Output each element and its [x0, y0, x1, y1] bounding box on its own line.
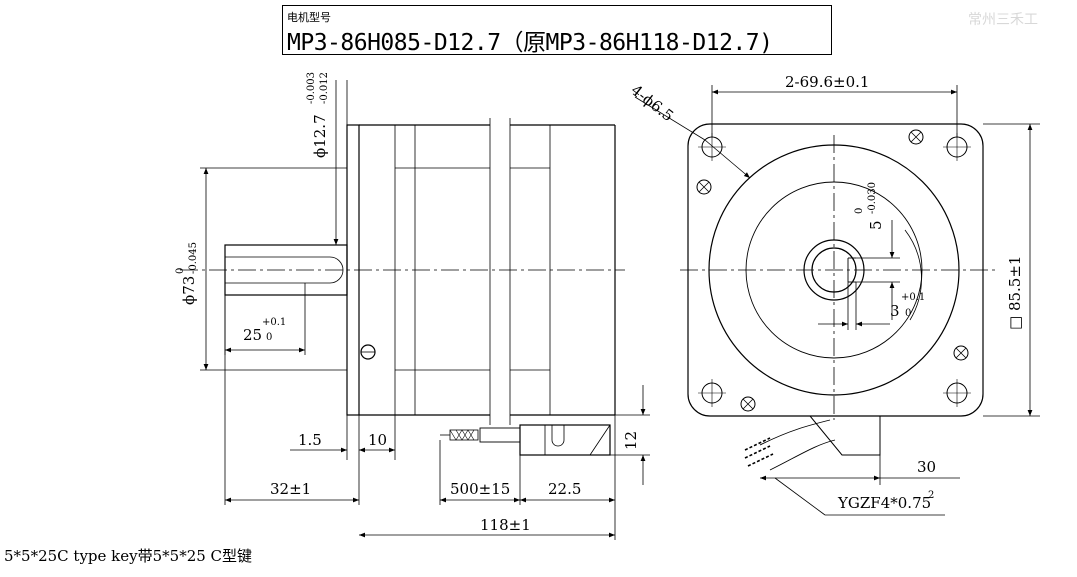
key-type-note: 5*5*25C type key带5*5*25 C型键	[4, 547, 253, 565]
front-view	[687, 123, 984, 471]
key-depth-tol-lower: 0	[905, 308, 911, 319]
key-length-tol-upper: +0.1	[262, 317, 286, 328]
cable-spec-superscript: 2	[928, 490, 934, 501]
key-width-tol-lower: -0.030	[867, 182, 878, 214]
flange-gap-label: 1.5	[298, 431, 322, 449]
hole-spacing-label: 2-69.6±0.1	[785, 73, 869, 91]
side-dimension-labels: ϕ12.7 -0.003 -0.012 ϕ73 0 -0.045 25 +0.1…	[175, 72, 640, 534]
shaft-dia-tol-upper: -0.003	[306, 72, 317, 104]
cable-lead	[479, 427, 521, 443]
screw-icon	[740, 396, 756, 412]
connector-height-label: 12	[622, 431, 640, 450]
lead-length-label: 500±15	[450, 480, 510, 498]
frame-size-label: □ 85.5±1	[1006, 256, 1024, 330]
shaft-dia-label: ϕ12.7	[311, 114, 329, 158]
model-label: 电机型号	[287, 11, 331, 24]
shaft-length-label: 32±1	[270, 480, 311, 498]
model-title: MP3-86H085-D12.7（原MP3-86H118-D12.7)	[287, 30, 773, 56]
front-dimensions	[634, 85, 1040, 516]
side-view	[180, 118, 625, 456]
screw-icon	[953, 345, 969, 361]
cable-exit	[808, 415, 881, 456]
screw-icon	[908, 129, 924, 145]
screw-icons	[696, 129, 969, 412]
flange-thickness-label: 10	[368, 431, 387, 449]
pilot-tol-upper: 0	[175, 268, 186, 274]
front-dimension-labels: 4-ϕ6.5 2-69.6±0.1 5 0 -0.030 3 +0.1 0 □ …	[628, 73, 1024, 512]
key-depth-label: 3	[890, 302, 900, 320]
shaft	[224, 244, 348, 296]
model-title-box: 电机型号 MP3-86H085-D12.7（原MP3-86H118-D12.7)	[282, 5, 832, 56]
side-dimensions	[200, 80, 650, 540]
cable-offset-label: 30	[917, 458, 936, 476]
key-width-label: 5	[867, 220, 885, 230]
mount-holes-label: 4-ϕ6.5	[628, 81, 677, 125]
pilot-dia-label: ϕ73	[180, 276, 198, 305]
key-length-label: 25	[243, 326, 262, 344]
key-depth-tol-upper: +0.1	[901, 292, 925, 303]
key-width-tol-upper: 0	[854, 208, 865, 214]
shaft-dia-tol-lower: -0.012	[319, 72, 330, 104]
connector-offset-label: 22.5	[548, 480, 581, 498]
screw-icon	[696, 179, 712, 195]
body-length-label: 118±1	[480, 516, 531, 534]
connector-block	[519, 424, 611, 456]
watermark: 常州三禾工	[968, 12, 1038, 28]
pilot-tol-lower: -0.045	[188, 242, 199, 274]
key-length-tol-lower: 0	[266, 332, 272, 343]
cable-spec-label: YGZF4*0.75	[837, 494, 931, 512]
